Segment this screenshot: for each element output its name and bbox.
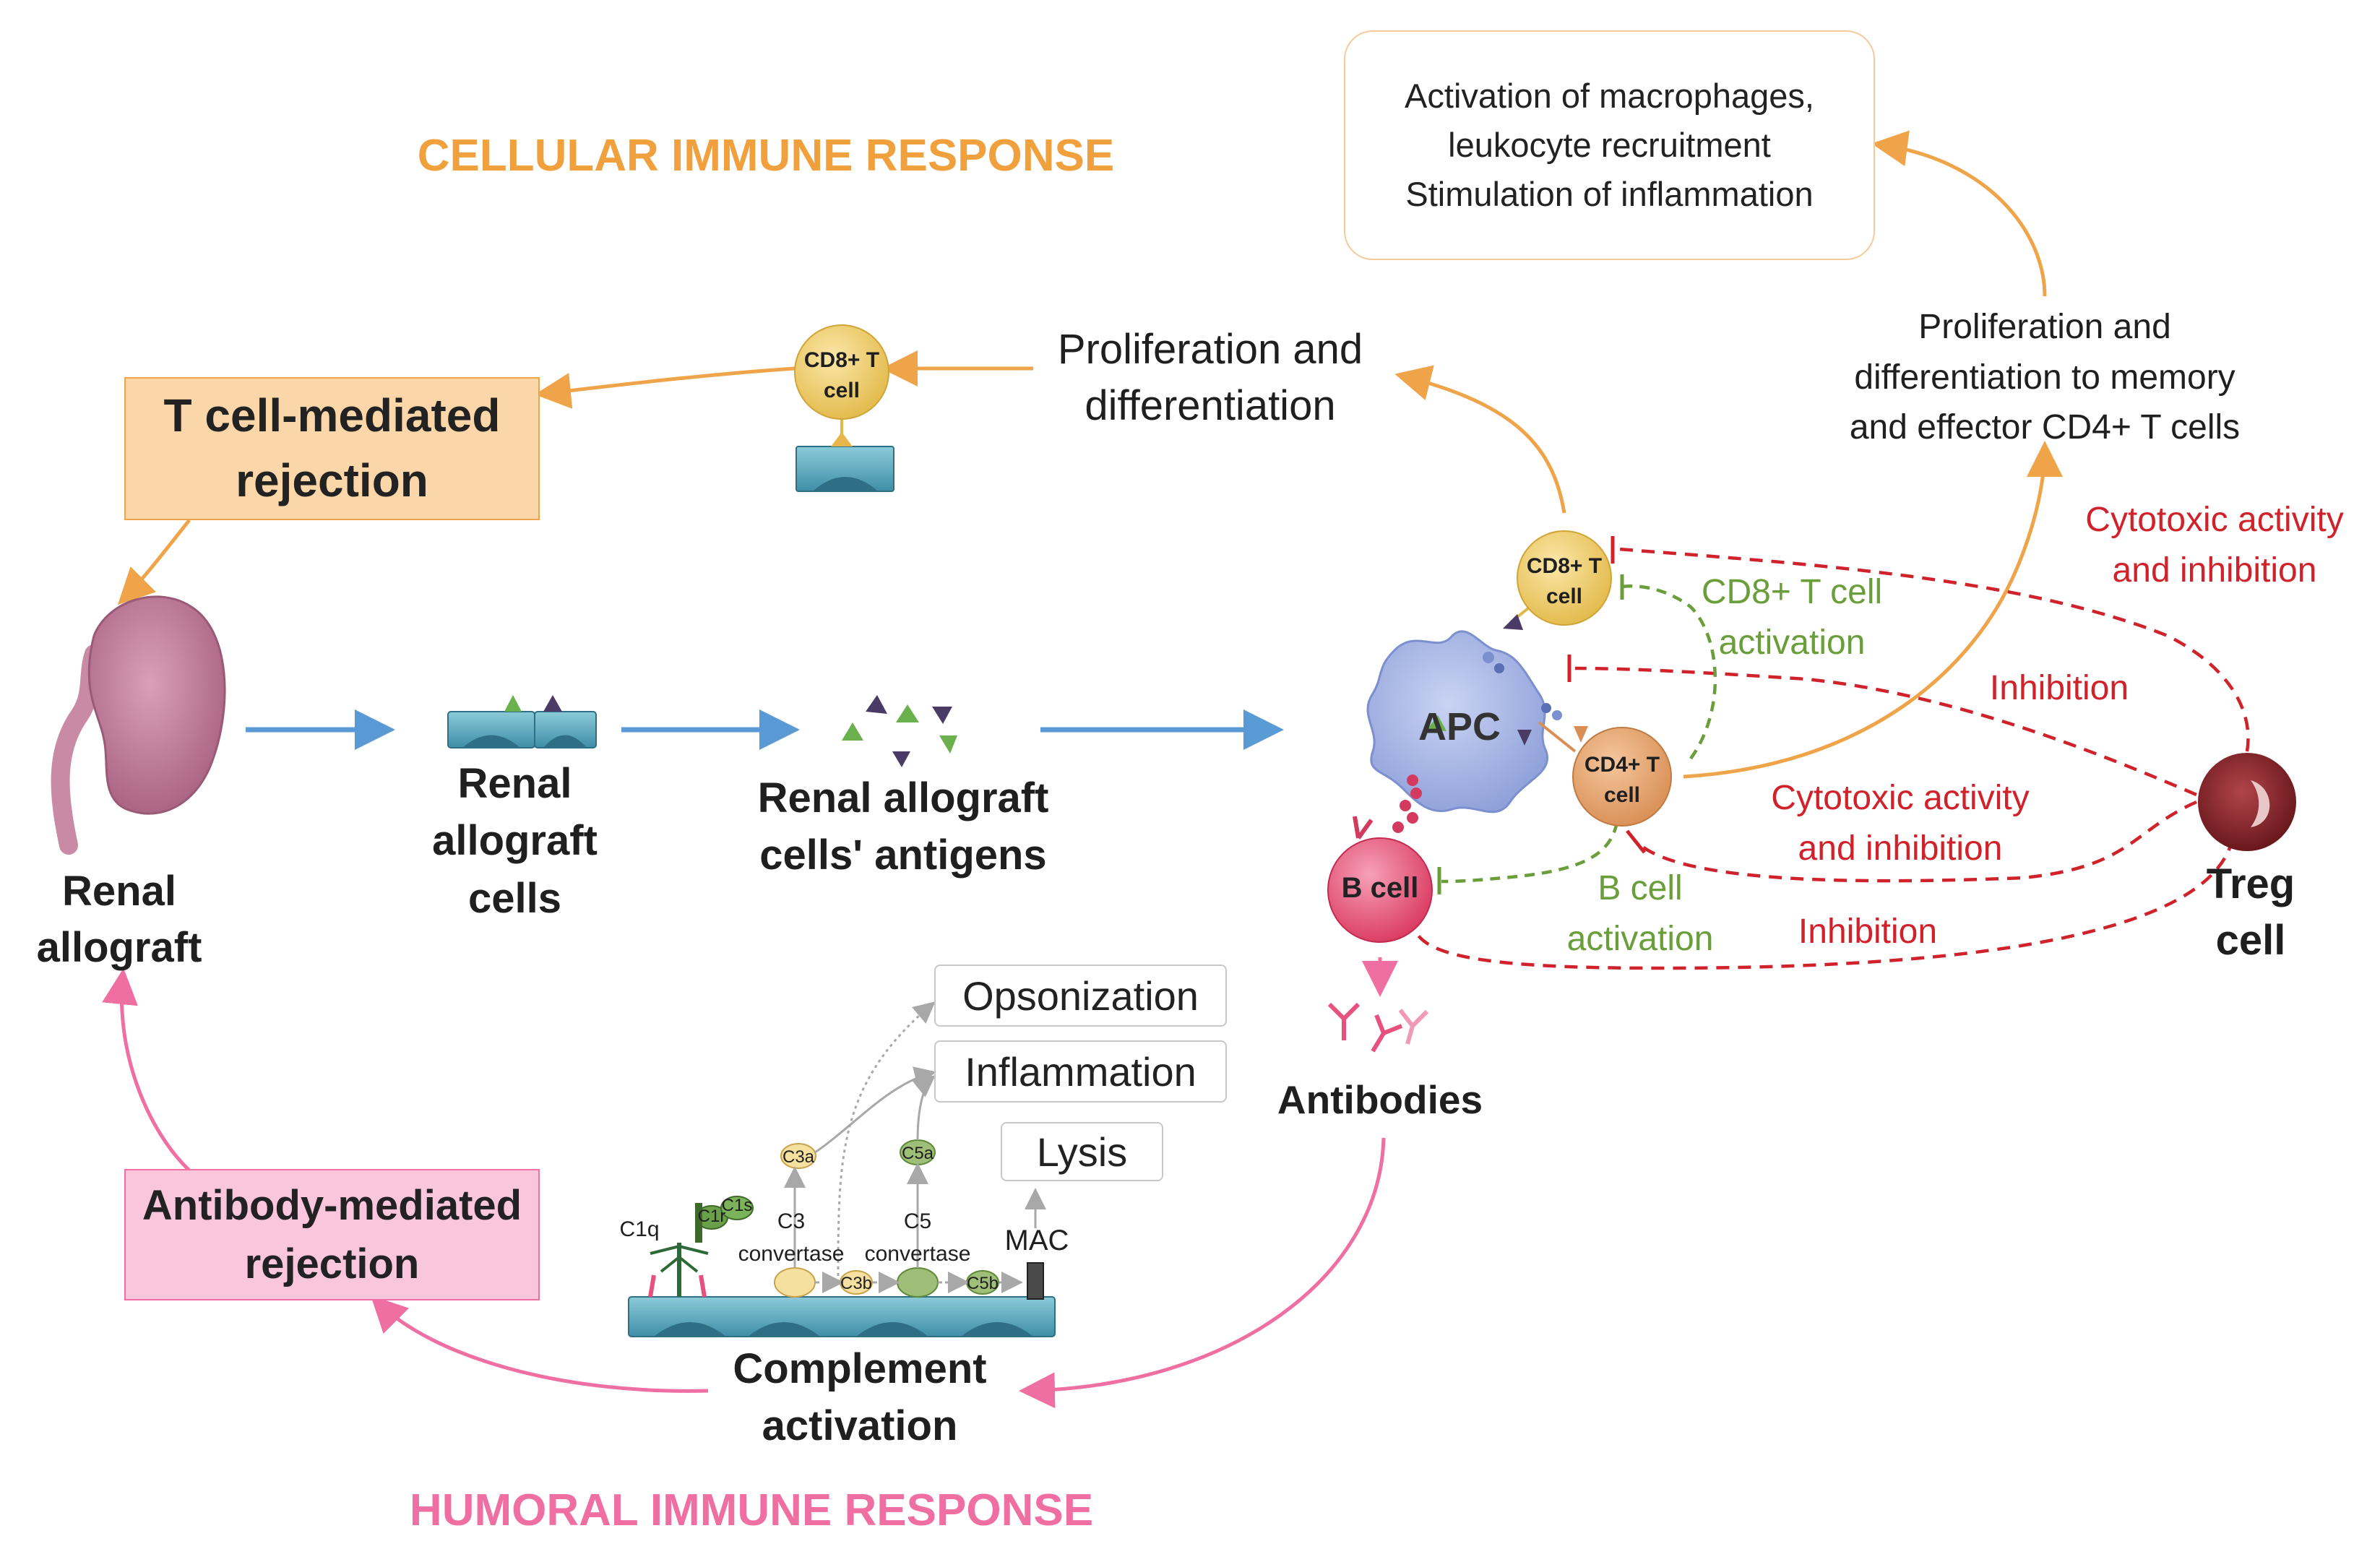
arrow-cd4-to-memory [1683,441,2063,779]
apc-cell-icon [1366,630,1562,814]
cd8-activation-label: CD8+ T cell activation [1701,573,1883,662]
cytotoxic-label-2: Cytotoxic activity and inhibition [1771,779,2030,868]
antibodies-label: Antibodies [1277,1077,1483,1122]
renal-allograft-label: Renal allograft [36,868,202,972]
lysis-box: Lysis [1001,1122,1163,1181]
cellular-response-title: CELLULAR IMMUNE RESPONSE [417,131,1115,181]
c3-convertase-icon [774,1143,873,1298]
humoral-response-title: HUMORAL IMMUNE RESPONSE [409,1485,1094,1535]
c1-complex-icon [648,1196,754,1298]
antibodies-icon [1327,1002,1429,1053]
inhibition-bars [1567,536,1646,854]
c3a-label: C3a [782,1147,815,1167]
antigens-icon [842,695,957,767]
renal-allograft-cells-label: Renal allograft cells [432,760,598,922]
b-cell-activation-label: B cell activation [1566,869,1714,958]
mac-icon [1025,1188,1046,1300]
c5-convertase-label: C5 convertase [864,1209,971,1266]
mac-label: MAC [1004,1225,1069,1256]
proliferation-differentiation-label: Proliferation and differentiation [1057,326,1363,430]
inhibition-label-1: Inhibition [1989,669,2129,707]
proliferation-memory-label: Proliferation and differentiation to mem… [1849,308,2241,447]
macrophage-activation-box: Activation of macrophages, leukocyte rec… [1344,30,1875,260]
c1s-label: C1s [721,1196,753,1215]
arrow-rejection-to-kidney [117,519,191,605]
complement-tissue-icon [628,1296,1056,1337]
c5b-label: C5b [966,1274,999,1293]
inhibition-label-2: Inhibition [1798,912,1938,951]
opsonization-box: Opsonization [934,965,1227,1027]
kidney-icon [51,595,226,855]
arrow-antibody-rejection-to-kidney [102,968,191,1172]
b-cell-label: B cell [1341,872,1419,904]
t-cell-rejection-box: T cell-mediated rejection [124,377,540,520]
cd8-target-tissue-icon [796,419,894,492]
cd8-cell-top-label: CD8+ T cell [803,348,880,402]
antibody-rejection-box: Antibody-mediated rejection [124,1169,540,1300]
activation-bars [1437,574,1624,894]
c1q-label: C1q [619,1217,660,1241]
allograft-cells-icon [447,695,597,748]
complement-activation-label: Complement activation [733,1345,987,1450]
cd8-cell-top-icon [794,324,889,420]
b-cell-icon [1327,774,1433,943]
cd4-cell-label: CD4+ T cell [1584,753,1660,807]
activation-lines [1441,584,1717,884]
renal-allograft-antigens-label: Renal allograft cells' antigens [757,774,1049,879]
arrow-antibodies-to-complement [1019,1137,1386,1409]
cd8-cell-right-icon [1503,530,1612,630]
treg-cell-label: Treg cell [2206,860,2295,965]
arrow-cd8-to-rejection [535,366,796,409]
arrow-memory-to-macrophage [1871,130,2047,297]
arrow-cd8-right-to-prolif [1394,365,1566,514]
c3b-label: C3b [840,1274,873,1293]
cd4-cell-icon [1538,721,1672,827]
treg-cell-icon [2198,753,2296,851]
treg-inhibition-lines [1414,547,2250,970]
cd8-cell-right-label: CD8+ T cell [1526,554,1603,608]
complement-effect-arrows [814,1001,936,1283]
inflammation-box: Inflammation [934,1040,1227,1103]
c5a-label: C5a [901,1144,934,1163]
arrow-complement-to-rejection [370,1295,709,1393]
c3-convertase-label: C3 convertase [738,1209,845,1266]
cytotoxic-label-1: Cytotoxic activity and inhibition [2085,501,2344,590]
c1r-label: C1r [697,1207,726,1226]
apc-label: APC [1418,705,1501,748]
